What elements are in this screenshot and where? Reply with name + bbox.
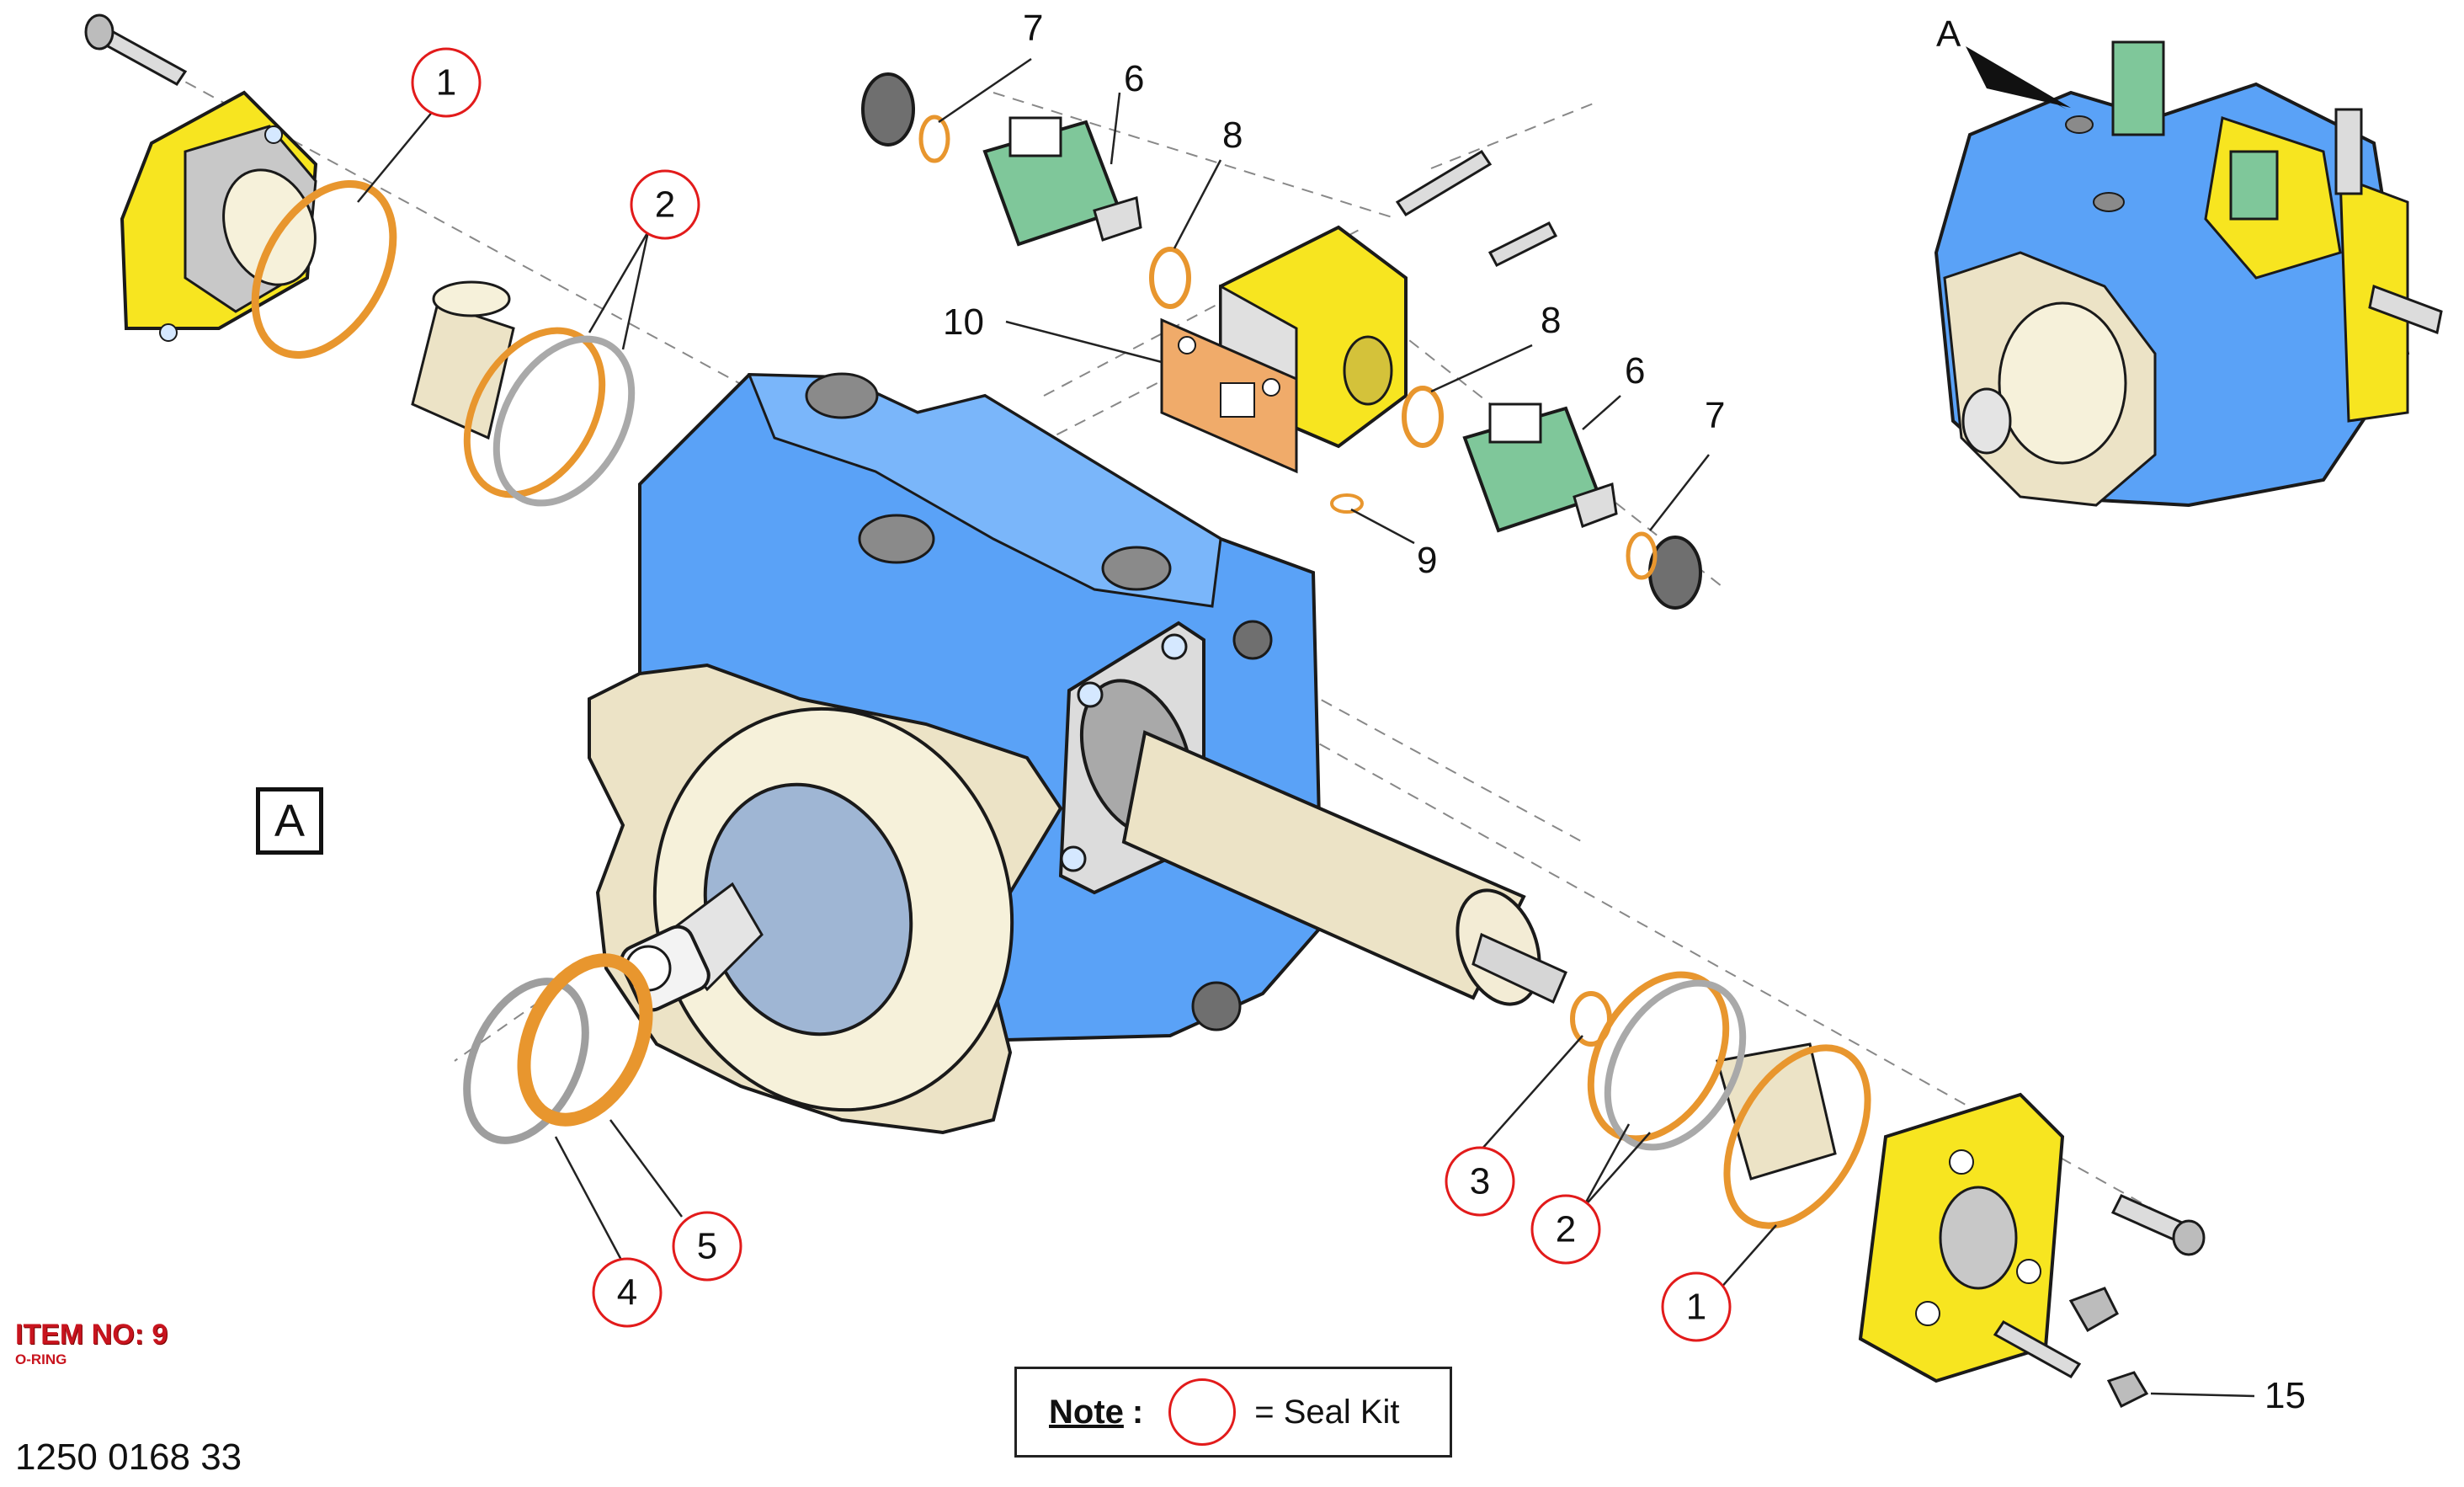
view-marker-box: A [256, 787, 323, 855]
cap-screw-bottom-right [2110, 1194, 2206, 1256]
callout-6-bottom: 6 [1625, 350, 1645, 392]
callout-2-bottom: 2 [1530, 1194, 1601, 1265]
callout-1-bottom-label: 1 [1686, 1287, 1706, 1328]
pump-body [588, 372, 1324, 1135]
o-ring-1-bottom [1723, 1044, 1871, 1229]
item-note-subtitle: O-RING [15, 1351, 67, 1367]
o-ring-7-bottom [1626, 531, 1658, 580]
callout-7-bottom: 7 [1705, 395, 1725, 436]
callout-4-label: 4 [617, 1272, 637, 1314]
callout-1-top-label: 1 [436, 62, 456, 104]
callout-4: 4 [592, 1257, 663, 1328]
gasket-10 [1160, 317, 1298, 474]
detail-arrow-label: A [1936, 13, 1961, 55]
solenoid-6-top [982, 116, 1142, 247]
o-ring-8-bottom [1402, 386, 1444, 448]
callout-2-top: 2 [630, 169, 700, 240]
o-ring-9 [1330, 493, 1364, 514]
callout-3-label: 3 [1470, 1161, 1490, 1202]
callout-6-top: 6 [1124, 58, 1144, 99]
callout-9: 9 [1417, 540, 1437, 581]
callout-10: 10 [943, 301, 984, 343]
legend-label: Note [1049, 1393, 1124, 1431]
callout-5: 5 [672, 1211, 742, 1282]
bushing-5 [517, 953, 653, 1127]
knurled-nut-7-bottom [1648, 536, 1702, 610]
callout-5-label: 5 [697, 1226, 717, 1267]
callout-15: 15 [2264, 1375, 2306, 1416]
drive-shaft [1121, 730, 1567, 1006]
callout-2-top-label: 2 [655, 184, 675, 226]
o-ring-7-top [918, 115, 950, 163]
o-ring-1-top [251, 180, 397, 359]
drawing-number: 1250 0168 33 [15, 1436, 242, 1478]
leader-lines [357, 57, 2255, 1398]
front-flange [1858, 1092, 2065, 1383]
legend-colon: : [1131, 1393, 1144, 1431]
cap-screw-top-left [84, 13, 188, 86]
backup-ring-2-bottom-b [1604, 979, 1747, 1151]
solenoid-6-bottom [1462, 402, 1618, 533]
item-note-title: ITEM NO: 9 [15, 1319, 168, 1351]
bushing-bottom [1716, 1042, 1837, 1181]
callout-1-top: 1 [411, 47, 482, 118]
callout-2-bottom-label: 2 [1556, 1209, 1576, 1250]
callout-8-top: 8 [1222, 115, 1243, 156]
o-ring-8-top [1149, 247, 1191, 309]
legend-text: = Seal Kit [1254, 1393, 1400, 1431]
item-note: ITEM NO: 9 O-RING [15, 1320, 168, 1367]
o-ring-2-bottom-a [1587, 971, 1730, 1143]
callout-3: 3 [1445, 1146, 1515, 1217]
stud-and-nut [1993, 1287, 2149, 1409]
view-marker-label: A [274, 796, 306, 846]
backup-ring-2-top-b [492, 335, 636, 507]
o-ring-2-top-a [463, 327, 606, 498]
valve-bolts [1395, 149, 1558, 267]
seal-kit-circle-icon [1168, 1378, 1237, 1446]
view-arrow-head [1966, 46, 2071, 108]
seal-kit-legend: Note : = Seal Kit [1014, 1367, 1452, 1458]
assembled-pump-view [1934, 40, 2443, 508]
callout-7-top: 7 [1023, 8, 1043, 49]
callout-8-bottom: 8 [1541, 300, 1561, 341]
knurled-nut-7-top [861, 72, 915, 147]
callout-1-bottom: 1 [1661, 1271, 1732, 1342]
rear-flange [120, 90, 318, 342]
bushing-top [411, 280, 515, 440]
